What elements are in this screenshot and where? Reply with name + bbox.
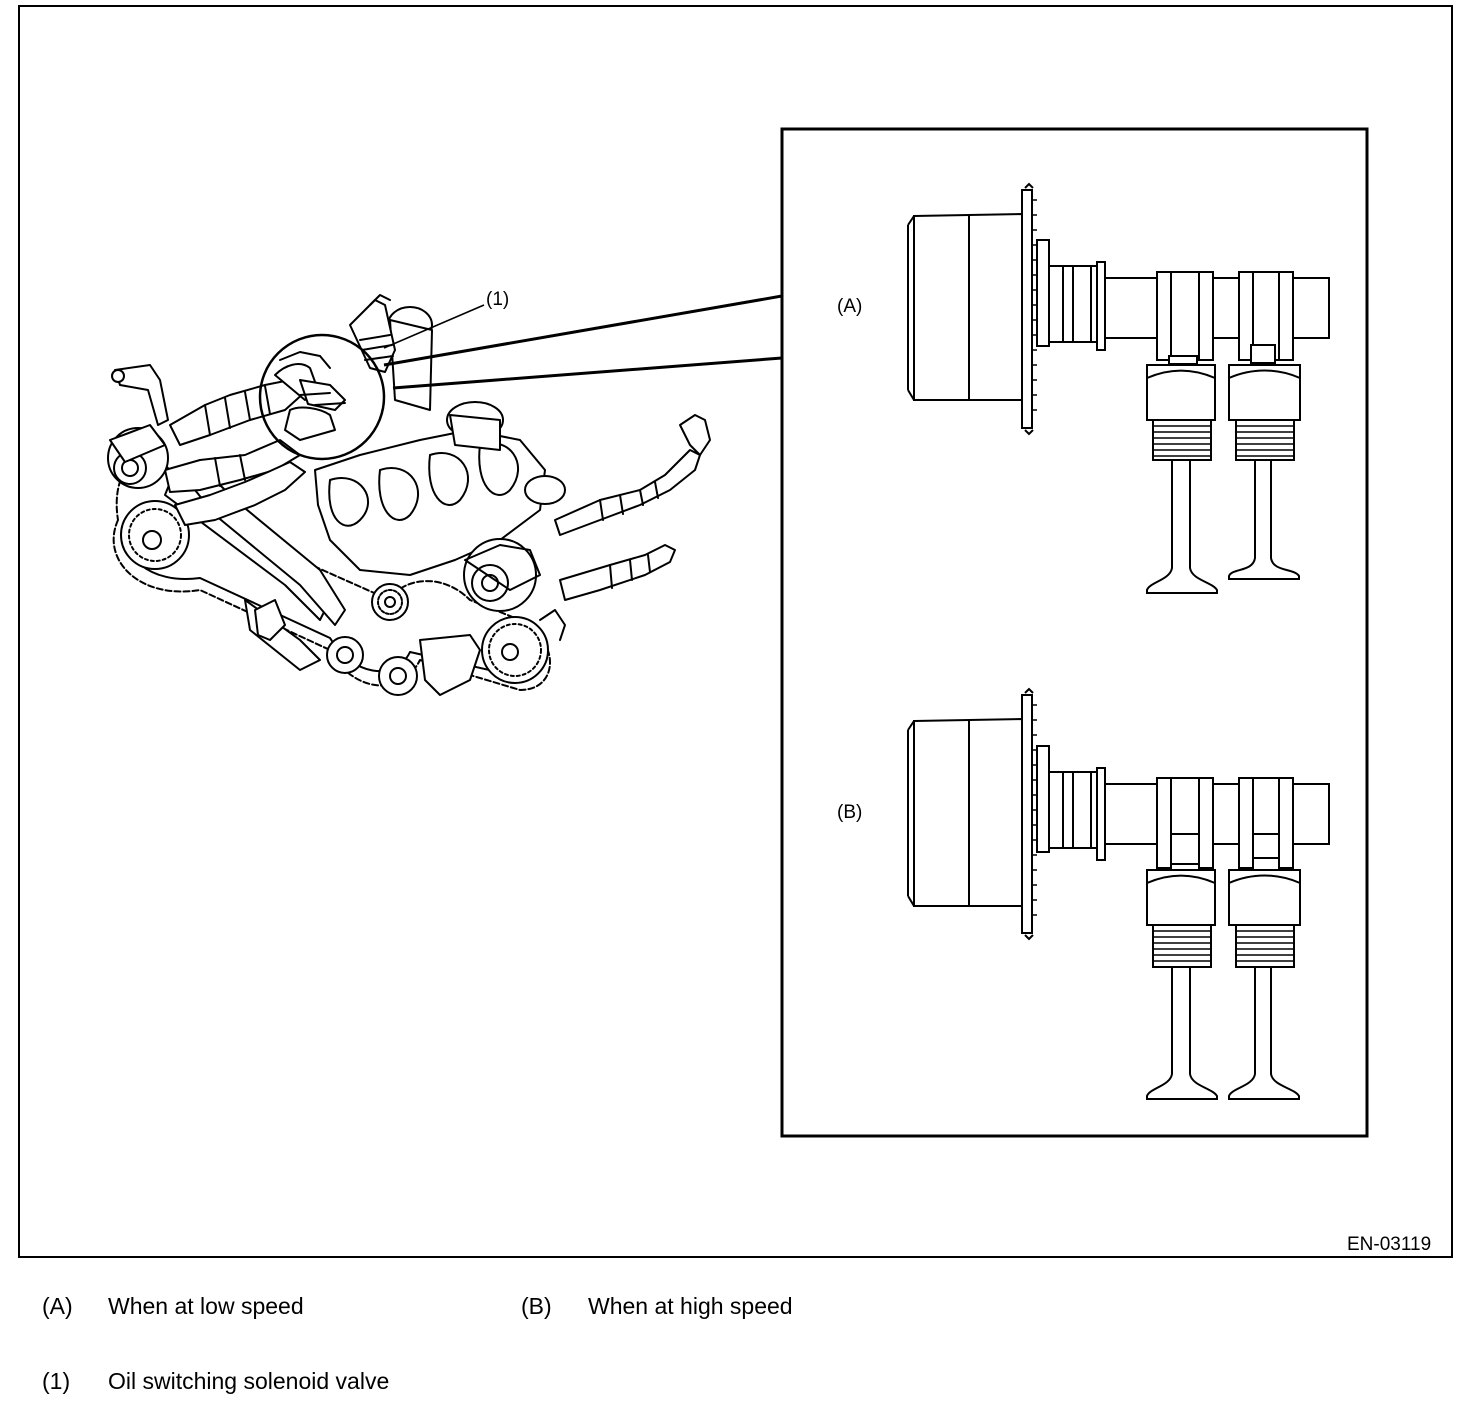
figure-frame [18, 5, 1453, 1258]
camshaft-lower-left [174, 461, 306, 526]
magnify-circle [258, 333, 386, 461]
legend-text-1: Oil switching solenoid valve [108, 1368, 390, 1394]
valve-detail-low-speed [907, 182, 1330, 594]
inset-panel [780, 127, 1369, 1138]
legend-text-b: When at high speed [588, 1293, 793, 1319]
callout-label-b: (B) [837, 802, 862, 823]
callout-label-1: (1) [486, 289, 509, 310]
legend-key-1: (1) [42, 1368, 71, 1394]
leader-line-solenoid [383, 304, 485, 349]
figure-id-label: EN-03119 [1347, 1234, 1431, 1255]
legend-key-b: (B) [521, 1293, 552, 1319]
callout-label-a: (A) [837, 296, 862, 317]
engine-assembly-illustration [107, 294, 711, 696]
camshaft-upper-right [554, 449, 701, 536]
camshaft-upper-left [169, 379, 306, 446]
legend-text-a: When at low speed [108, 1293, 304, 1319]
valve-detail-high-speed [907, 687, 1330, 1100]
legend-key-a: (A) [42, 1293, 73, 1319]
